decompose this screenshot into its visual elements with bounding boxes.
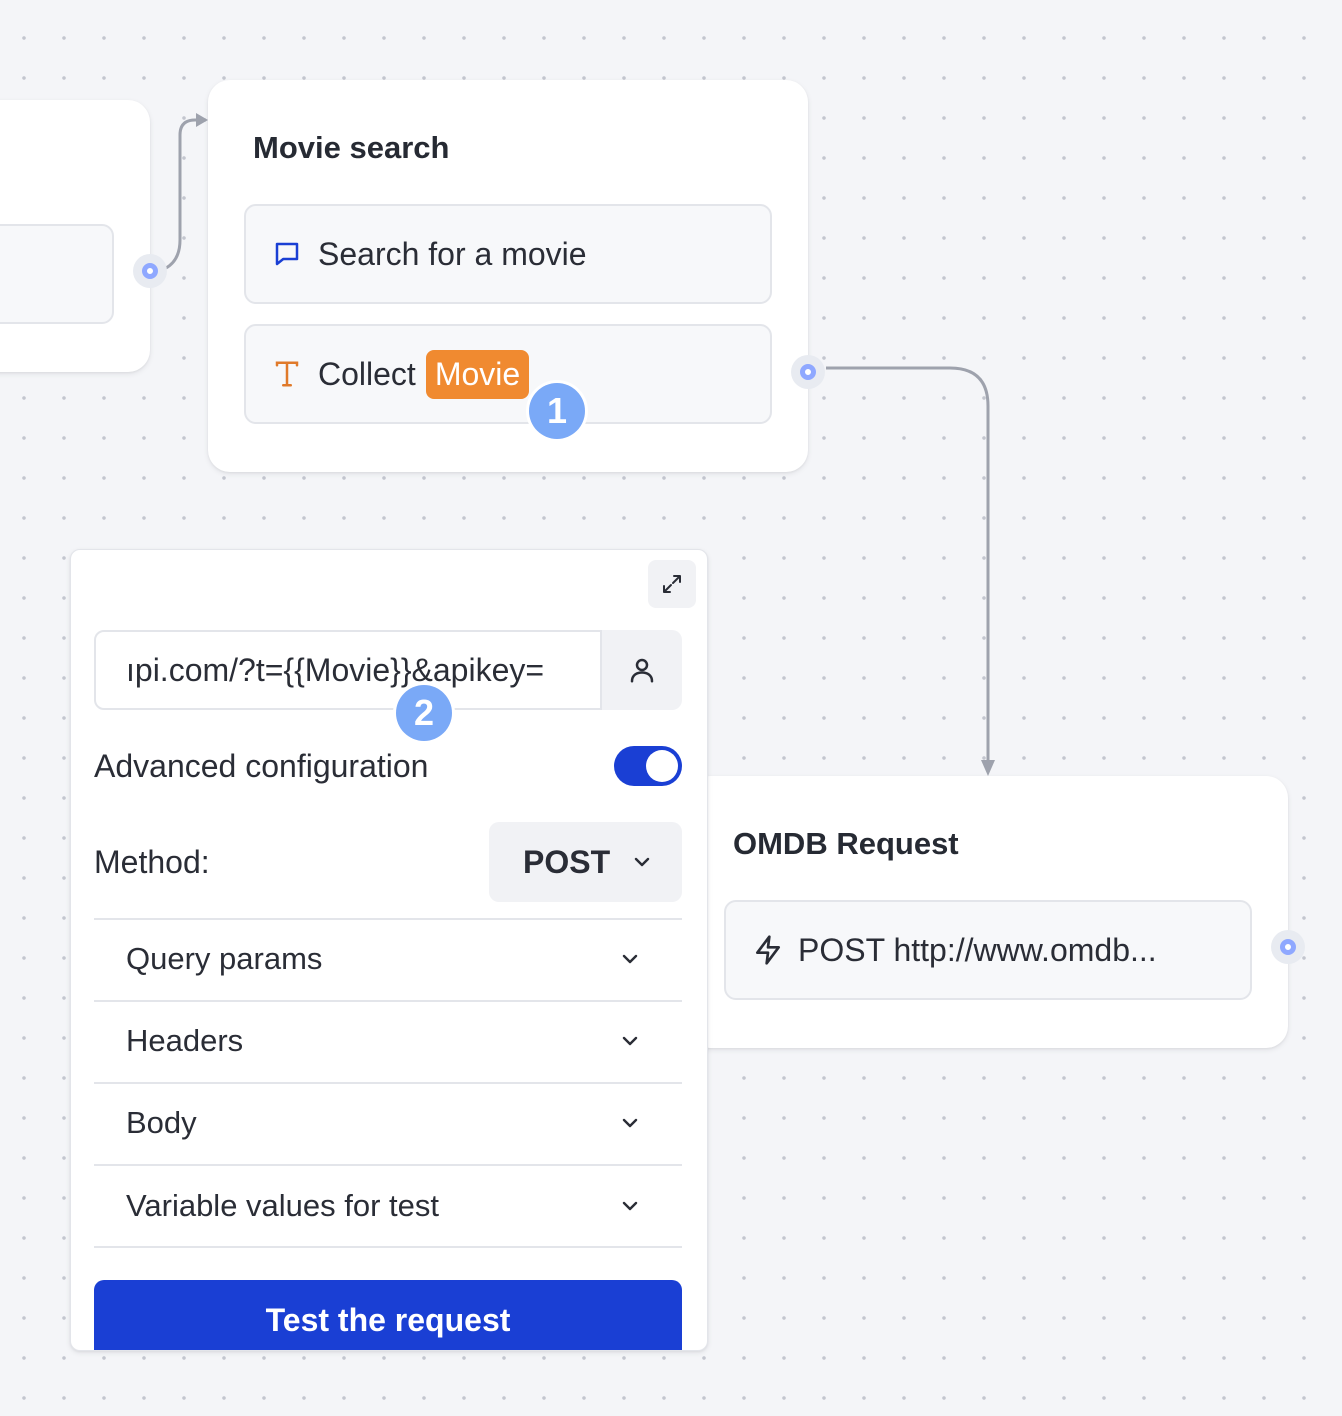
webhook-block[interactable]: POST http://www.omdb... bbox=[724, 900, 1252, 1000]
section-label: Query params bbox=[126, 941, 323, 976]
block-text: Collect bbox=[318, 355, 416, 392]
expand-button[interactable] bbox=[648, 560, 696, 608]
body-section[interactable]: Body bbox=[94, 1082, 682, 1162]
edge-arrowhead-movie bbox=[196, 113, 208, 127]
section-label: Headers bbox=[126, 1023, 244, 1058]
section-label: Body bbox=[126, 1105, 197, 1140]
block-text: POST http://www.omdb... bbox=[798, 931, 1157, 968]
previous-node-block[interactable] bbox=[0, 224, 114, 324]
block-text: Search for a movie bbox=[318, 235, 587, 272]
toggle-knob bbox=[646, 750, 678, 782]
method-select[interactable]: POST bbox=[489, 822, 682, 902]
edge-arrowhead-omdb bbox=[981, 760, 995, 776]
omdb-request-node[interactable]: OMDB Request POST http://www.omdb... bbox=[688, 776, 1288, 1048]
section-label: Variable values for test bbox=[126, 1188, 440, 1223]
edge-movie-to-omdb bbox=[826, 366, 990, 762]
method-value: POST bbox=[523, 843, 611, 880]
query-params-section[interactable]: Query params bbox=[94, 918, 682, 998]
url-value: ıpi.com/?t={{Movie}}&apikey= bbox=[126, 651, 545, 688]
previous-node-card[interactable] bbox=[0, 100, 150, 372]
advanced-config-label: Advanced configuration bbox=[94, 748, 429, 784]
movie-search-node[interactable]: Movie search Search for a movie Collect … bbox=[208, 80, 808, 472]
port-ring bbox=[1280, 939, 1296, 955]
text-bubble-block[interactable]: Search for a movie bbox=[244, 204, 772, 304]
test-request-button[interactable]: Test the request bbox=[94, 1280, 682, 1350]
user-icon bbox=[630, 658, 654, 683]
chevron-down-icon bbox=[622, 1118, 638, 1128]
url-input[interactable]: ıpi.com/?t={{Movie}}&apikey= bbox=[94, 630, 602, 710]
variable-values-section[interactable]: Variable values for test bbox=[94, 1164, 682, 1248]
headers-section[interactable]: Headers bbox=[94, 1000, 682, 1080]
node-title: OMDB Request bbox=[733, 826, 959, 861]
expand-icon bbox=[663, 575, 681, 593]
text-input-block[interactable]: Collect Movie bbox=[244, 324, 772, 424]
text-t-icon bbox=[275, 361, 299, 387]
chevron-down-icon bbox=[622, 1201, 638, 1211]
step-badge-2: 2 bbox=[396, 685, 452, 741]
omdb-node-output-port[interactable] bbox=[1271, 930, 1305, 964]
advanced-config-toggle[interactable] bbox=[614, 746, 682, 786]
test-request-label: Test the request bbox=[265, 1302, 511, 1338]
node-title: Movie search bbox=[253, 130, 450, 165]
chat-bubble-icon bbox=[275, 242, 299, 266]
chevron-down-icon bbox=[622, 954, 638, 964]
edge-prev-to-movie bbox=[165, 118, 206, 270]
port-ring bbox=[800, 364, 816, 380]
chevron-down-icon bbox=[634, 857, 650, 867]
variable-picker-button[interactable] bbox=[602, 630, 682, 710]
step-badge-1: 1 bbox=[529, 383, 585, 439]
lightning-icon bbox=[756, 935, 780, 965]
previous-node-output-port[interactable] bbox=[133, 254, 167, 288]
movie-node-output-port[interactable] bbox=[791, 355, 825, 389]
variable-tag: Movie bbox=[425, 349, 530, 399]
chevron-down-icon bbox=[622, 1036, 638, 1046]
method-label: Method: bbox=[94, 844, 210, 880]
port-ring bbox=[142, 263, 158, 279]
